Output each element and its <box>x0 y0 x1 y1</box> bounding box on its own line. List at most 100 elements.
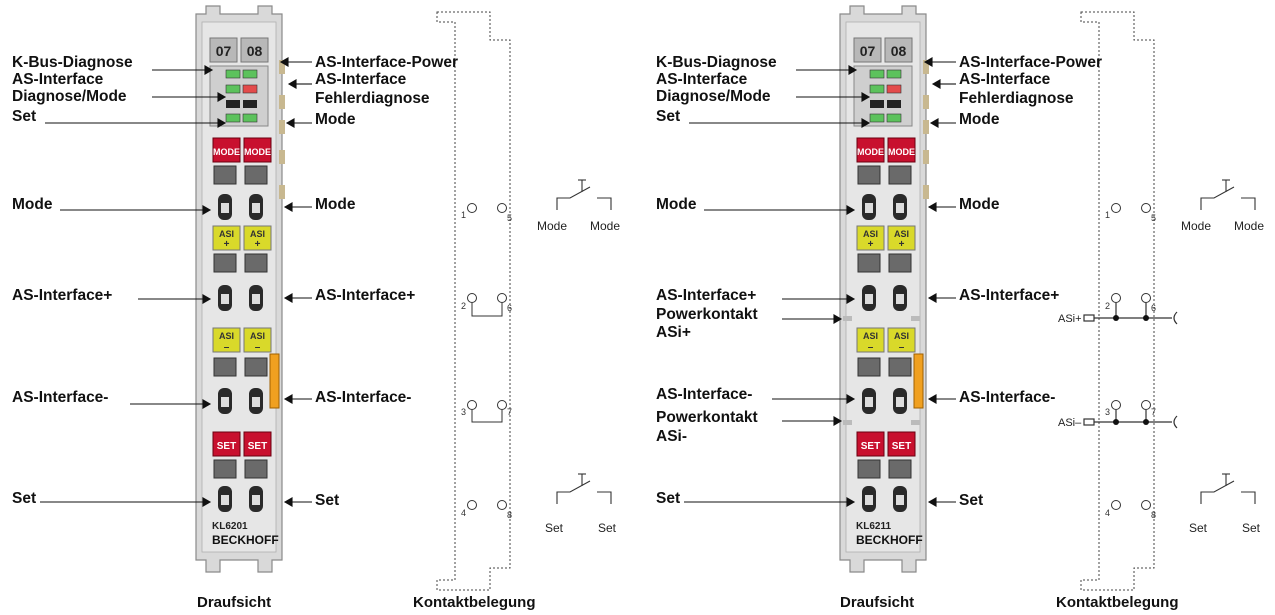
svg-text:8: 8 <box>507 510 512 520</box>
set-button-label: SET <box>892 441 911 452</box>
asi-rail-label-minus: ASi– <box>1058 417 1082 429</box>
svg-text:2: 2 <box>461 301 466 311</box>
model-label: KL6201 <box>212 521 248 532</box>
mode-button-left[interactable] <box>212 137 241 163</box>
minus-label: – <box>255 342 261 353</box>
led-set <box>225 113 241 123</box>
label-as-interface-power: AS-Interface-Power <box>959 54 1102 71</box>
label-k-bus-diagnose: K-Bus-Diagnose <box>656 54 777 71</box>
asi-plus-button-right <box>887 225 916 251</box>
asi-plus-buttons: ASI + ASI + <box>212 225 272 251</box>
brand-label: BECKHOFF <box>212 533 279 547</box>
set-button-left[interactable] <box>212 431 241 457</box>
led-as-interface-power <box>886 69 902 79</box>
mode-buttons: MODE MODE <box>212 137 272 163</box>
set-button-right[interactable] <box>887 431 916 457</box>
led-mode <box>242 113 258 123</box>
set-button-label: SET <box>217 441 236 452</box>
asi-label: ASI <box>863 229 878 239</box>
mode-button-label: MODE <box>244 147 271 157</box>
asi-minus-buttons: ASI – ASI – <box>856 327 916 353</box>
plus-label: + <box>899 239 905 250</box>
label-as-interface-minus: AS-Interface- <box>12 389 109 406</box>
label-mode: Mode <box>959 196 1000 213</box>
mode-button-right[interactable] <box>887 137 916 163</box>
label-as-interface: AS-Interface <box>12 71 104 88</box>
switch-label-set-right: Set <box>598 521 617 535</box>
set-button-right[interactable] <box>243 431 272 457</box>
label-mode: Mode <box>656 196 697 213</box>
svg-text:1: 1 <box>1105 210 1110 220</box>
label-as-interface: AS-Interface <box>656 71 748 88</box>
asi-plus-buttons: ASI + ASI + <box>856 225 916 251</box>
asi-minus-buttons: ASI – ASI – <box>212 327 272 353</box>
connector-row-3 <box>213 357 268 414</box>
svg-text:3: 3 <box>461 407 466 417</box>
label-mode: Mode <box>12 196 53 213</box>
asi-label: ASI <box>219 229 234 239</box>
label-as-interface-plus: AS-Interface+ <box>656 287 757 304</box>
caption-kontaktbelegung: Kontaktbelegung <box>1056 594 1179 611</box>
orange-clip <box>269 353 280 409</box>
caption-draufsicht: Draufsicht <box>197 594 272 611</box>
set-button-left[interactable] <box>856 431 885 457</box>
led-set <box>869 113 885 123</box>
caption-kontaktbelegung: Kontaktbelegung <box>413 594 536 611</box>
svg-text:4: 4 <box>461 508 466 518</box>
caption-draufsicht: Draufsicht <box>840 594 915 611</box>
led-k-bus <box>225 69 241 79</box>
switch-label-mode-left: Mode <box>537 219 567 233</box>
set-button-label: SET <box>861 441 880 452</box>
contact-bridges <box>471 303 503 423</box>
connector-row-4 <box>213 459 268 512</box>
model-label: KL6211 <box>856 521 891 532</box>
led-as-interface-power <box>242 69 258 79</box>
label-set: Set <box>315 492 340 509</box>
asi-plus-button-left <box>856 225 885 251</box>
svg-text:3: 3 <box>1105 407 1110 417</box>
asi-power-rails <box>1083 303 1178 429</box>
asi-label: ASI <box>219 331 234 341</box>
label-as-interface-power: AS-Interface-Power <box>315 54 458 71</box>
mode-button-left[interactable] <box>856 137 885 163</box>
svg-text:5: 5 <box>507 213 512 223</box>
label-set: Set <box>959 492 984 509</box>
label-k-bus-diagnose: K-Bus-Diagnose <box>12 54 133 71</box>
mode-switch-symbol <box>1200 179 1256 210</box>
leader-lines <box>684 57 956 507</box>
orange-clip <box>913 353 924 409</box>
asi-minus-button-right <box>887 327 916 353</box>
asi-label: ASI <box>250 229 265 239</box>
set-buttons: SET SET <box>856 431 916 457</box>
led-block <box>853 65 913 127</box>
connector-row-2 <box>213 253 268 311</box>
led-as-interface-error <box>242 84 258 94</box>
svg-text:6: 6 <box>507 303 512 313</box>
led-number-08: 08 <box>891 43 907 59</box>
label-asi-plus: ASi+ <box>656 324 691 341</box>
svg-text:6: 6 <box>1151 303 1156 313</box>
label-set: Set <box>12 108 37 125</box>
label-as-interface-minus: AS-Interface- <box>656 386 753 403</box>
led-number-08: 08 <box>247 43 263 59</box>
label-mode: Mode <box>315 196 356 213</box>
asi-minus-button-left <box>212 327 241 353</box>
svg-text:7: 7 <box>1151 407 1156 417</box>
contact-numbers: 1 5 2 6 3 7 4 8 <box>461 210 512 520</box>
minus-label: – <box>899 342 905 353</box>
asi-minus-button-right <box>243 327 272 353</box>
contact-points <box>1111 203 1151 510</box>
svg-text:7: 7 <box>507 407 512 417</box>
mode-button-right[interactable] <box>243 137 272 163</box>
label-set: Set <box>656 490 681 507</box>
label-as-interface: AS-Interface <box>315 71 407 88</box>
label-as-interface: AS-Interface <box>959 71 1051 88</box>
rail-junctions <box>1113 315 1149 425</box>
switch-label-mode-right: Mode <box>590 219 620 233</box>
set-switch-symbol <box>556 473 612 504</box>
switch-label-mode-right: Mode <box>1234 219 1264 233</box>
label-diagnose-mode: Diagnose/Mode <box>656 88 771 105</box>
set-buttons: SET SET <box>212 431 272 457</box>
contact-outline <box>436 11 511 591</box>
svg-text:4: 4 <box>1105 508 1110 518</box>
